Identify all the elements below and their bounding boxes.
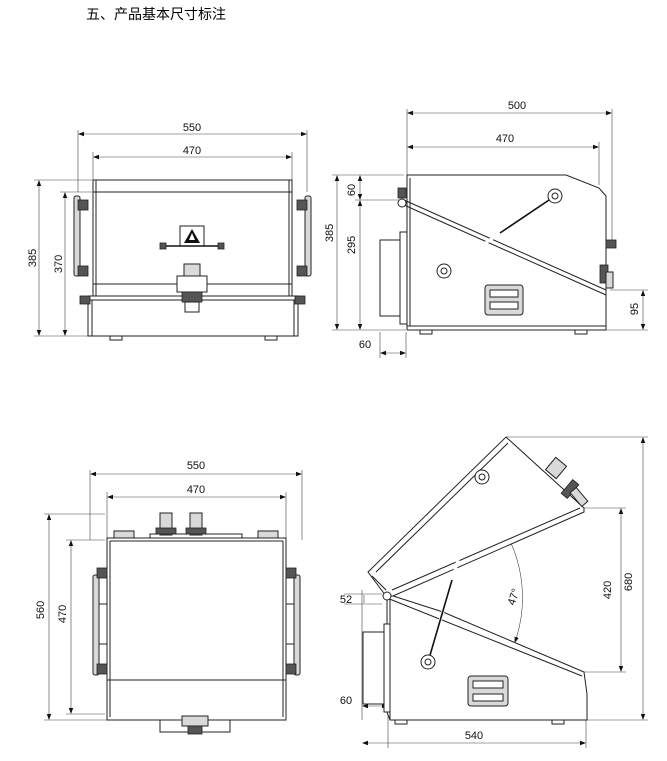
open-latch-icon bbox=[544, 456, 589, 508]
side-right-latch-icon bbox=[599, 239, 617, 289]
top-view: 550 470 560 470 bbox=[35, 460, 303, 735]
open-dim-52: 52 bbox=[340, 594, 352, 606]
side-dim-385: 385 bbox=[324, 224, 336, 242]
front-latch-icon bbox=[159, 242, 225, 313]
open-hinge-icon bbox=[382, 591, 392, 601]
top-dim-550: 550 bbox=[187, 460, 205, 472]
side-dim-60-top: 60 bbox=[346, 184, 358, 196]
side-carry-handle-icon bbox=[484, 284, 524, 316]
open-dim-60: 60 bbox=[340, 695, 352, 707]
top-left-handle bbox=[92, 567, 108, 676]
open-dim-420: 420 bbox=[602, 581, 614, 599]
side-view: 500 470 60 385 295 60 95 bbox=[324, 100, 648, 358]
open-dim-angle: 47° bbox=[506, 587, 523, 607]
front-dim-lines bbox=[34, 130, 308, 337]
page-title: 五、产品基本尺寸标注 bbox=[86, 7, 226, 23]
side-dim-295: 295 bbox=[346, 236, 358, 254]
front-left-handle bbox=[73, 195, 91, 305]
open-view: 47° 420 680 52 60 540 bbox=[340, 436, 648, 748]
open-dim-lines bbox=[344, 436, 648, 748]
top-dim-470: 470 bbox=[187, 484, 205, 496]
side-hinge-icon bbox=[397, 198, 407, 208]
side-dim-470: 470 bbox=[496, 133, 514, 145]
open-lid bbox=[367, 436, 585, 597]
front-right-handle bbox=[294, 195, 312, 305]
top-body bbox=[106, 537, 287, 721]
top-latch-icon bbox=[159, 715, 231, 735]
side-dim-lines bbox=[332, 109, 648, 358]
top-dim-470-depth: 470 bbox=[57, 605, 69, 623]
front-dim-470: 470 bbox=[183, 145, 201, 157]
warning-label-icon bbox=[179, 225, 205, 247]
front-view: 550 470 385 370 bbox=[27, 122, 312, 341]
top-dim-560: 560 bbox=[35, 601, 47, 619]
open-carry-handle-icon bbox=[467, 675, 509, 707]
open-dim-540: 540 bbox=[465, 730, 483, 742]
top-right-handle bbox=[285, 567, 301, 676]
front-base bbox=[87, 295, 299, 337]
front-dim-385: 385 bbox=[27, 249, 39, 267]
side-dim-95: 95 bbox=[629, 303, 641, 315]
top-knobs bbox=[113, 512, 279, 539]
front-dim-550: 550 bbox=[183, 122, 201, 134]
side-dim-500: 500 bbox=[508, 100, 526, 112]
top-dim-lines bbox=[44, 470, 303, 721]
open-lower-body bbox=[386, 593, 588, 721]
side-gas-spring bbox=[436, 188, 563, 279]
open-gas-spring bbox=[420, 469, 490, 670]
open-dim-680: 680 bbox=[623, 573, 635, 591]
side-dim-60-bottom: 60 bbox=[359, 339, 371, 351]
front-dim-370: 370 bbox=[53, 255, 65, 273]
